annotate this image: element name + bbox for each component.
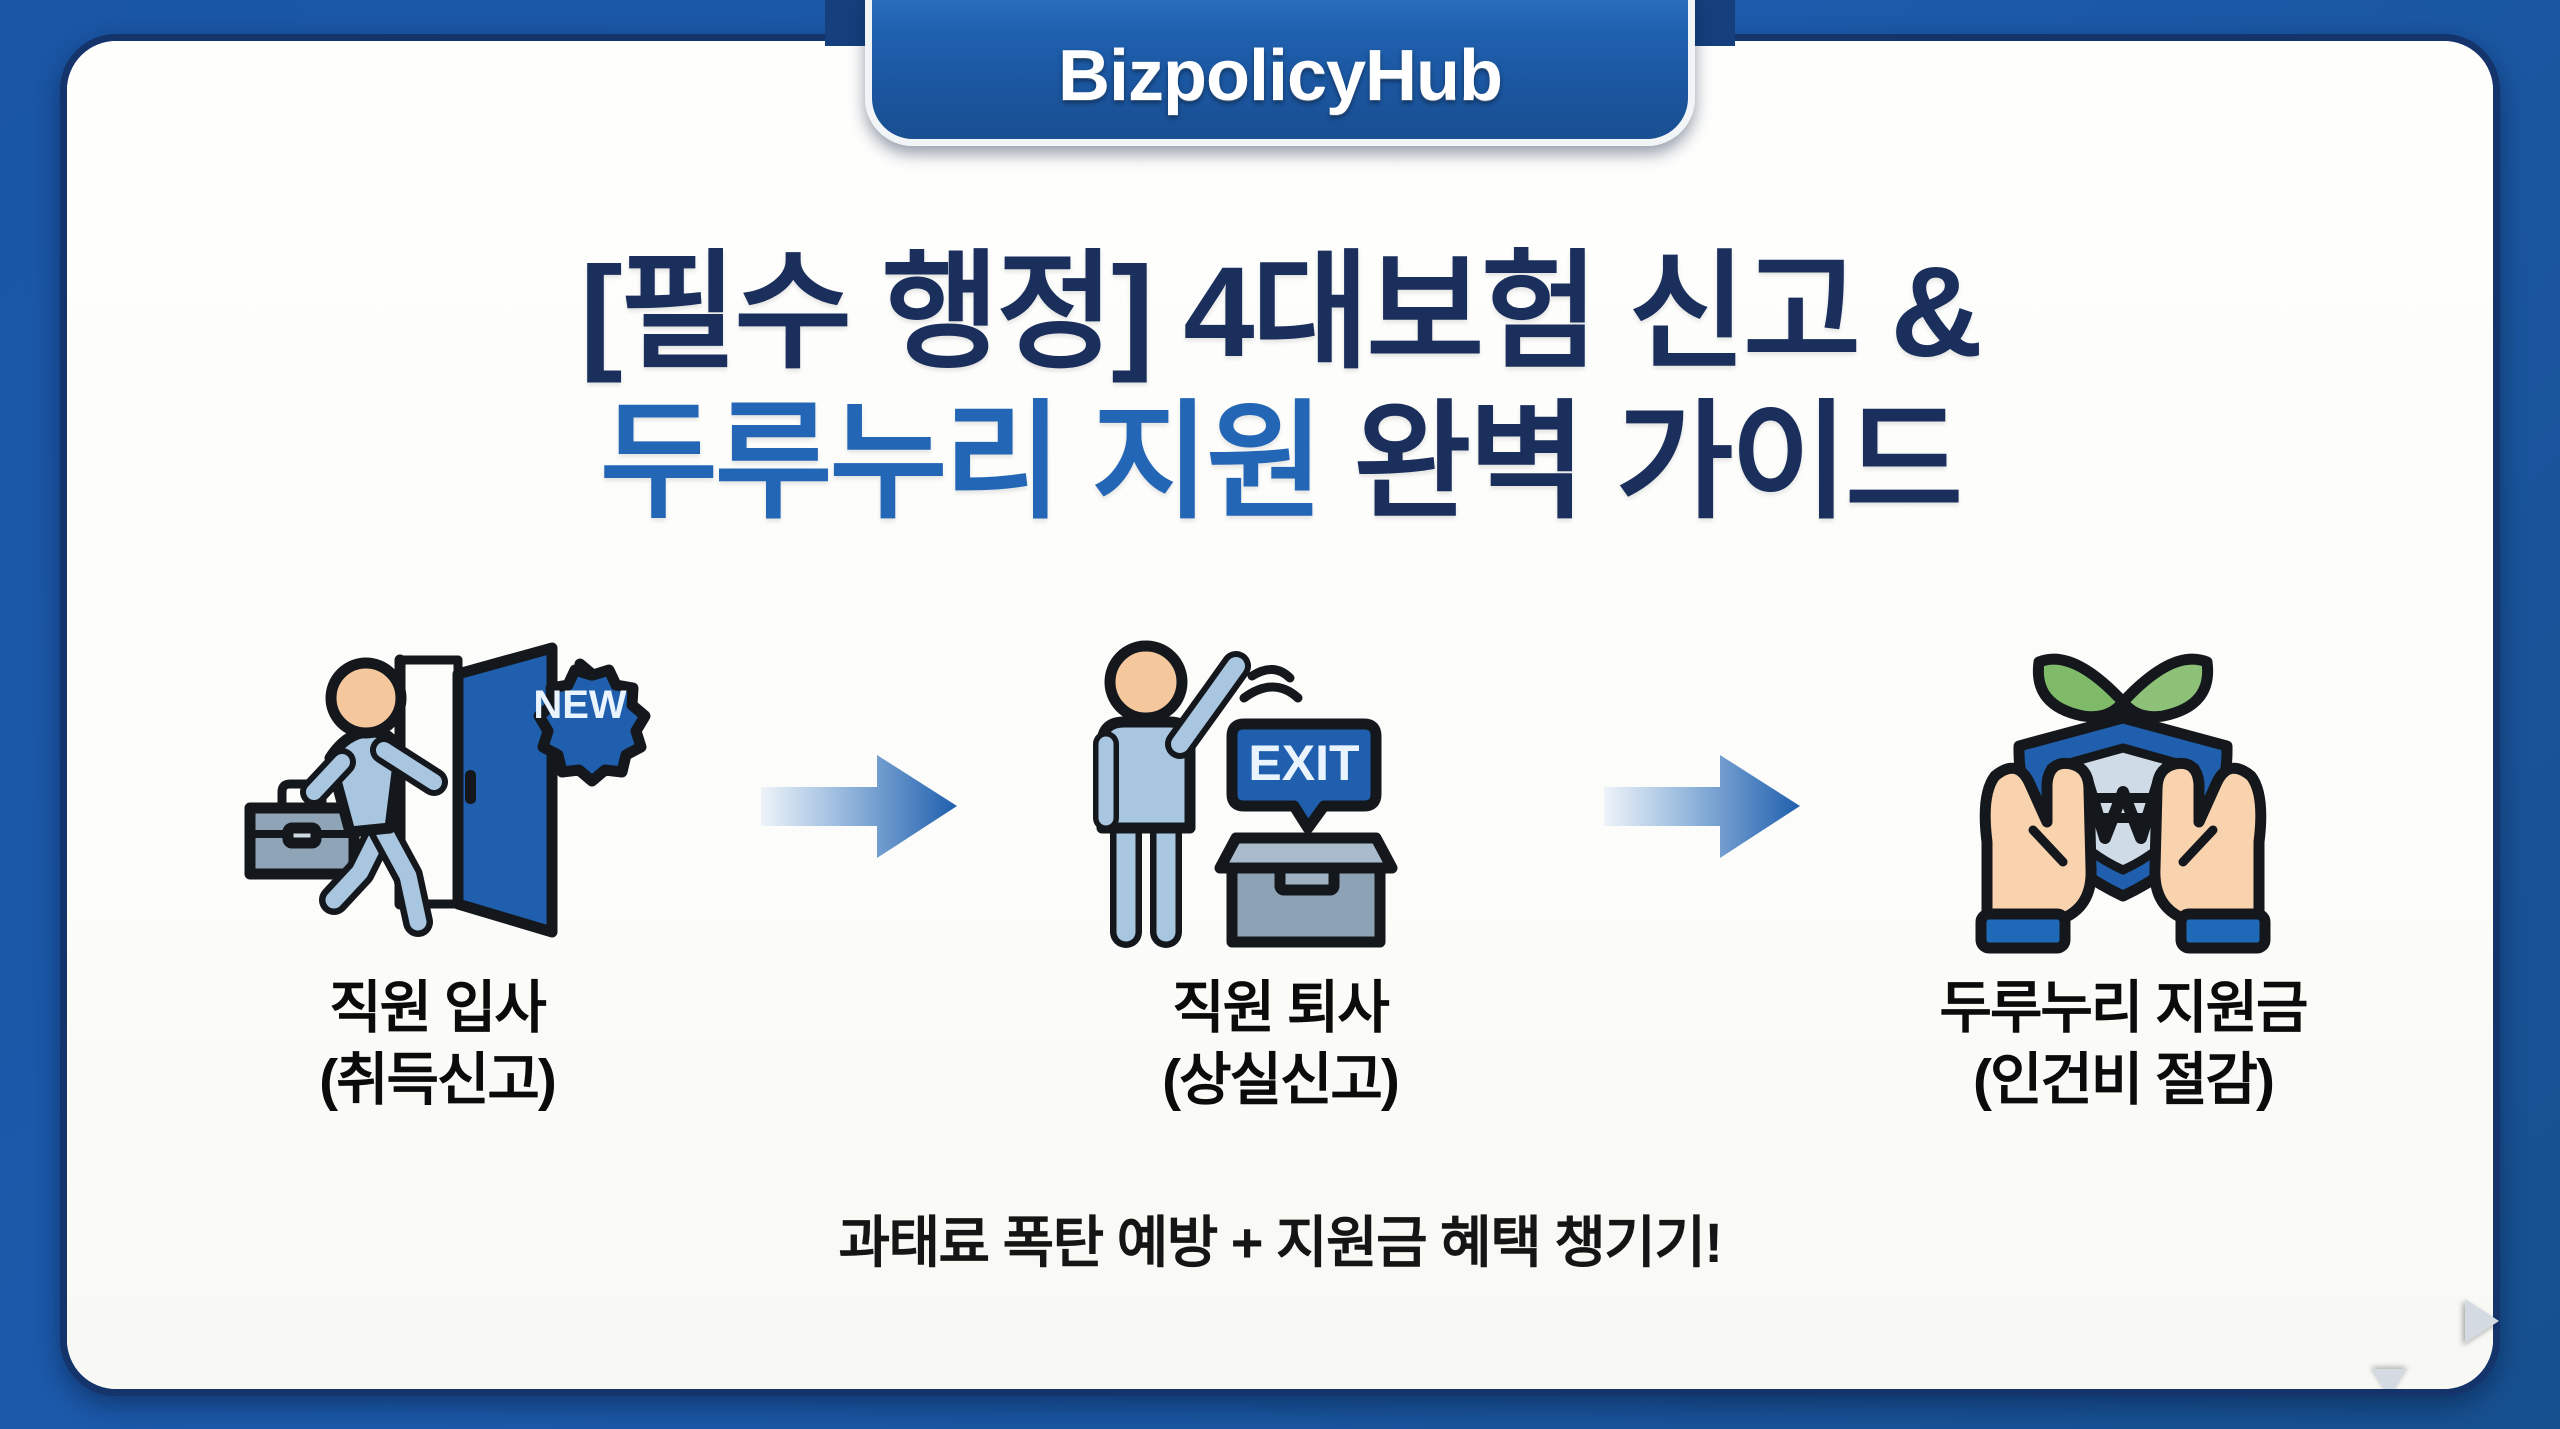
headline-line-2-highlight: 두루누리 지원	[599, 390, 1324, 534]
flow-step-label-3-line2: (인건비 절감)	[1972, 1047, 2275, 1112]
headline-block: [필수 행정] 4대보험 신고 & 두루누리 지원 완벽 가이드	[67, 245, 2493, 530]
tagline: 과태료 폭탄 예방 + 지원금 혜택 챙기기!	[838, 1211, 1723, 1274]
brand-ribbon: BizpolicyHub	[865, 0, 1695, 146]
exit-badge-text: EXIT	[1248, 735, 1359, 791]
flow-step-label-2: 직원 퇴사 (상실신고)	[1162, 973, 1400, 1117]
employee-entering-door-icon: NEW	[177, 629, 697, 959]
flow-step-label-2-line1: 직원 퇴사	[1172, 976, 1390, 1040]
brand-title: BizpolicyHub	[1057, 36, 1503, 116]
headline-line-2-rest: 완벽 가이드	[1353, 390, 1963, 534]
flow-step-durunuri-subsidy: 두루누리 지원금 (인건비 절감)	[1863, 629, 2383, 1117]
arrow-right-2-wrap	[1587, 629, 1817, 864]
page-curl-corner	[2465, 1299, 2499, 1343]
arrow-right-icon	[760, 755, 957, 858]
headline-line-1: [필수 행정] 4대보험 신고 &	[580, 241, 1983, 384]
flow-step-label-1: 직원 입사 (취득신고)	[319, 973, 557, 1117]
flow-step-employee-hire: NEW 직원 입사 (취득신고)	[177, 629, 697, 1117]
hands-shield-won-sprout-icon	[1863, 629, 2383, 959]
svg-text:NEW: NEW	[533, 683, 627, 727]
headline-line-2: 두루누리 지원 완벽 가이드	[67, 394, 2493, 531]
employee-leaving-exit-icon: EXIT	[1020, 629, 1540, 959]
page-curl-bottom	[2371, 1369, 2407, 1389]
flow-step-label-1-line1: 직원 입사	[329, 976, 547, 1040]
new-badge-shape: NEW	[533, 658, 651, 786]
headline-line-2-spacer	[1321, 391, 1354, 534]
flow-step-employee-exit: EXIT 직원 퇴사 (상실신고)	[1020, 629, 1540, 1117]
arrow-right-1-wrap	[744, 629, 974, 864]
ribbon-notch-right	[1691, 0, 1735, 46]
flow-step-label-3: 두루누리 지원금 (인건비 절감)	[1939, 973, 2309, 1117]
arrow-right-icon	[1603, 755, 1800, 858]
flow-step-label-2-line2: (상실신고)	[1162, 1047, 1400, 1112]
flow-step-label-3-line1: 두루누리 지원금	[1939, 976, 2309, 1040]
ribbon-notch-left	[825, 0, 869, 46]
card-inner-surface: [필수 행정] 4대보험 신고 & 두루누리 지원 완벽 가이드	[67, 41, 2493, 1389]
process-flow: NEW 직원 입사 (취득신고)	[177, 629, 2383, 1117]
flow-step-label-1-line2: (취득신고)	[319, 1047, 557, 1112]
main-card: [필수 행정] 4대보험 신고 & 두루누리 지원 완벽 가이드	[60, 34, 2500, 1396]
